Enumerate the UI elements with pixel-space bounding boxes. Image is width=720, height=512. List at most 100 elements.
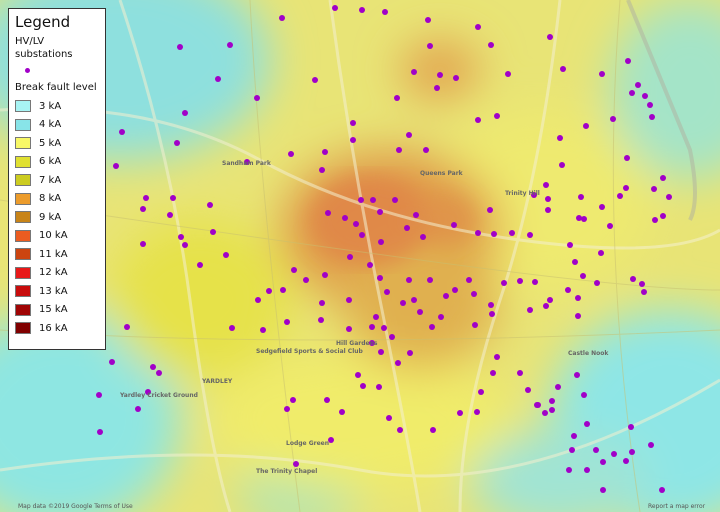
substation-marker[interactable]: [135, 406, 141, 412]
substation-marker[interactable]: [255, 297, 261, 303]
substation-marker[interactable]: [475, 117, 481, 123]
substation-marker[interactable]: [369, 340, 375, 346]
substation-marker[interactable]: [284, 319, 290, 325]
substation-marker[interactable]: [623, 185, 629, 191]
substation-marker[interactable]: [411, 69, 417, 75]
substation-marker[interactable]: [284, 406, 290, 412]
substation-marker[interactable]: [156, 370, 162, 376]
substation-marker[interactable]: [488, 302, 494, 308]
substation-marker[interactable]: [545, 196, 551, 202]
substation-marker[interactable]: [557, 135, 563, 141]
substation-marker[interactable]: [370, 197, 376, 203]
substation-marker[interactable]: [438, 314, 444, 320]
substation-marker[interactable]: [543, 182, 549, 188]
substation-marker[interactable]: [207, 202, 213, 208]
substation-marker[interactable]: [322, 149, 328, 155]
substation-marker[interactable]: [574, 372, 580, 378]
substation-marker[interactable]: [466, 277, 472, 283]
substation-marker[interactable]: [429, 324, 435, 330]
substation-marker[interactable]: [625, 58, 631, 64]
substation-marker[interactable]: [599, 204, 605, 210]
substation-marker[interactable]: [177, 44, 183, 50]
substation-marker[interactable]: [611, 451, 617, 457]
substation-marker[interactable]: [359, 232, 365, 238]
substation-marker[interactable]: [227, 42, 233, 48]
substation-marker[interactable]: [490, 370, 496, 376]
substation-marker[interactable]: [377, 209, 383, 215]
substation-marker[interactable]: [555, 384, 561, 390]
substation-marker[interactable]: [303, 277, 309, 283]
substation-marker[interactable]: [437, 72, 443, 78]
substation-marker[interactable]: [610, 116, 616, 122]
substation-marker[interactable]: [290, 397, 296, 403]
substation-marker[interactable]: [373, 314, 379, 320]
substation-marker[interactable]: [494, 113, 500, 119]
substation-marker[interactable]: [417, 309, 423, 315]
substation-marker[interactable]: [358, 197, 364, 203]
substation-marker[interactable]: [584, 467, 590, 473]
substation-marker[interactable]: [406, 277, 412, 283]
substation-marker[interactable]: [581, 392, 587, 398]
substation-marker[interactable]: [598, 250, 604, 256]
substation-marker[interactable]: [312, 77, 318, 83]
substation-marker[interactable]: [119, 129, 125, 135]
substation-marker[interactable]: [324, 397, 330, 403]
substation-marker[interactable]: [182, 110, 188, 116]
substation-marker[interactable]: [280, 287, 286, 293]
report-map-error-link[interactable]: Report a map error: [648, 503, 706, 510]
substation-marker[interactable]: [565, 287, 571, 293]
substation-marker[interactable]: [328, 437, 334, 443]
substation-marker[interactable]: [531, 192, 537, 198]
substation-marker[interactable]: [600, 487, 606, 493]
substation-marker[interactable]: [569, 447, 575, 453]
substation-marker[interactable]: [319, 300, 325, 306]
substation-marker[interactable]: [660, 213, 666, 219]
substation-marker[interactable]: [629, 90, 635, 96]
substation-marker[interactable]: [223, 252, 229, 258]
substation-marker[interactable]: [659, 487, 665, 493]
substation-marker[interactable]: [360, 383, 366, 389]
substation-marker[interactable]: [629, 449, 635, 455]
substation-marker[interactable]: [332, 5, 338, 11]
substation-marker[interactable]: [376, 384, 382, 390]
substation-marker[interactable]: [350, 137, 356, 143]
substation-marker[interactable]: [489, 311, 495, 317]
substation-marker[interactable]: [641, 289, 647, 295]
substation-marker[interactable]: [571, 433, 577, 439]
substation-marker[interactable]: [630, 276, 636, 282]
substation-marker[interactable]: [145, 389, 151, 395]
substation-marker[interactable]: [443, 293, 449, 299]
substation-marker[interactable]: [392, 197, 398, 203]
substation-marker[interactable]: [244, 159, 250, 165]
substation-marker[interactable]: [488, 42, 494, 48]
substation-marker[interactable]: [452, 287, 458, 293]
substation-marker[interactable]: [642, 93, 648, 99]
substation-marker[interactable]: [359, 7, 365, 13]
substation-marker[interactable]: [560, 66, 566, 72]
substation-marker[interactable]: [140, 206, 146, 212]
substation-marker[interactable]: [628, 424, 634, 430]
substation-marker[interactable]: [532, 279, 538, 285]
substation-marker[interactable]: [549, 398, 555, 404]
substation-marker[interactable]: [210, 229, 216, 235]
substation-marker[interactable]: [649, 114, 655, 120]
substation-marker[interactable]: [607, 223, 613, 229]
substation-marker[interactable]: [566, 467, 572, 473]
substation-marker[interactable]: [527, 307, 533, 313]
substation-marker[interactable]: [594, 280, 600, 286]
substation-marker[interactable]: [572, 259, 578, 265]
substation-marker[interactable]: [325, 210, 331, 216]
substation-marker[interactable]: [229, 325, 235, 331]
substation-marker[interactable]: [353, 221, 359, 227]
substation-marker[interactable]: [474, 409, 480, 415]
substation-marker[interactable]: [109, 359, 115, 365]
substation-marker[interactable]: [593, 447, 599, 453]
substation-marker[interactable]: [542, 410, 548, 416]
substation-marker[interactable]: [382, 9, 388, 15]
substation-marker[interactable]: [347, 254, 353, 260]
substation-marker[interactable]: [543, 303, 549, 309]
substation-marker[interactable]: [549, 407, 555, 413]
substation-marker[interactable]: [475, 230, 481, 236]
substation-marker[interactable]: [600, 459, 606, 465]
